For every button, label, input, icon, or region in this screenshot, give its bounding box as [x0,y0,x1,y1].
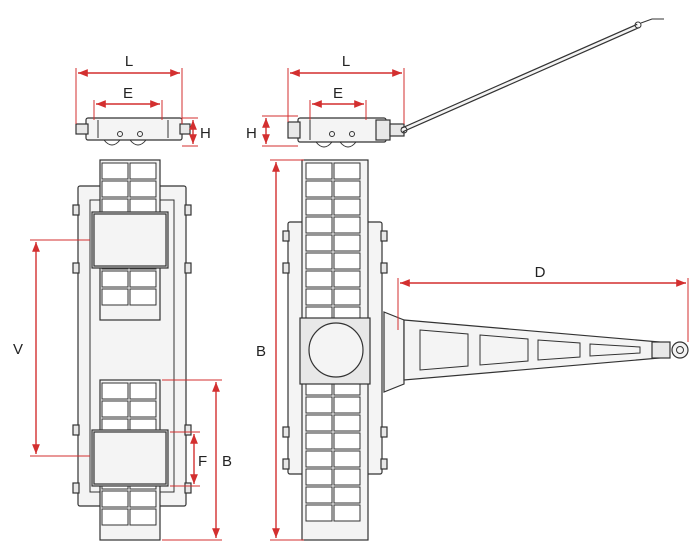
track-cell [129,162,157,180]
handle-bar [400,18,664,134]
middle-side-view [287,18,664,148]
track-cell [333,396,361,414]
left-top-view [75,117,191,146]
track-cell [333,486,361,504]
bolt [380,458,388,470]
track-cell [333,432,361,450]
track-cell [305,180,333,198]
track-cell [333,288,361,306]
track-cell [333,450,361,468]
dimension-labels: L E H L E H V B F B D [13,53,546,470]
track-cell [333,162,361,180]
track-cell [101,400,129,418]
track-cell [333,468,361,486]
label-V: V [13,341,23,358]
track-cell [333,216,361,234]
label-E-middle: E [333,85,343,102]
bolt [282,458,290,470]
bolt [282,262,290,274]
track-cell [333,252,361,270]
label-L-left: L [125,53,133,70]
bolt [72,204,80,216]
track-cell [129,270,157,288]
label-F: F [198,453,207,470]
track-cell [101,490,129,508]
bolt [72,482,80,494]
label-E-left: E [123,85,133,102]
label-H-middle: H [246,125,257,142]
left-plan-view [72,159,192,541]
track-cell [101,180,129,198]
track-cell [333,180,361,198]
label-L-middle: L [342,53,350,70]
label-H-left: H [200,125,211,142]
bolt [184,262,192,274]
track-cell [305,450,333,468]
track-cell [101,162,129,180]
label-B-middle: B [256,343,266,360]
track-cell [305,162,333,180]
track-cell [305,396,333,414]
track-cell [129,508,157,526]
track-cell [305,288,333,306]
track-cell [101,508,129,526]
track-cell [129,180,157,198]
tow-bar [383,311,689,393]
track-cell [305,198,333,216]
bolt [282,426,290,438]
bolt [184,424,192,436]
track-cell [305,270,333,288]
label-D: D [535,264,546,281]
track-cell [305,216,333,234]
bolt [184,482,192,494]
track-cell [305,468,333,486]
track-cell [305,486,333,504]
track-cell [129,382,157,400]
bolt [282,230,290,242]
track-cell [305,252,333,270]
label-B-left: B [222,453,232,470]
track-cell [129,490,157,508]
track-cell [101,382,129,400]
bolt [380,230,388,242]
middle-plan-view [282,159,689,541]
track-cell [305,414,333,432]
track-cell [129,288,157,306]
track-cell [129,400,157,418]
track-cell [101,288,129,306]
bolt [380,262,388,274]
track-cell [305,234,333,252]
track-cell [305,504,333,522]
bolt [72,424,80,436]
dimension-lines [30,68,689,541]
track-cell [333,504,361,522]
bolt [380,426,388,438]
track-cell [305,432,333,450]
track-cell [333,414,361,432]
track-cell [101,270,129,288]
track-cell [333,234,361,252]
bolt [72,262,80,274]
track-cell [333,198,361,216]
bolt [184,204,192,216]
track-cell [333,270,361,288]
